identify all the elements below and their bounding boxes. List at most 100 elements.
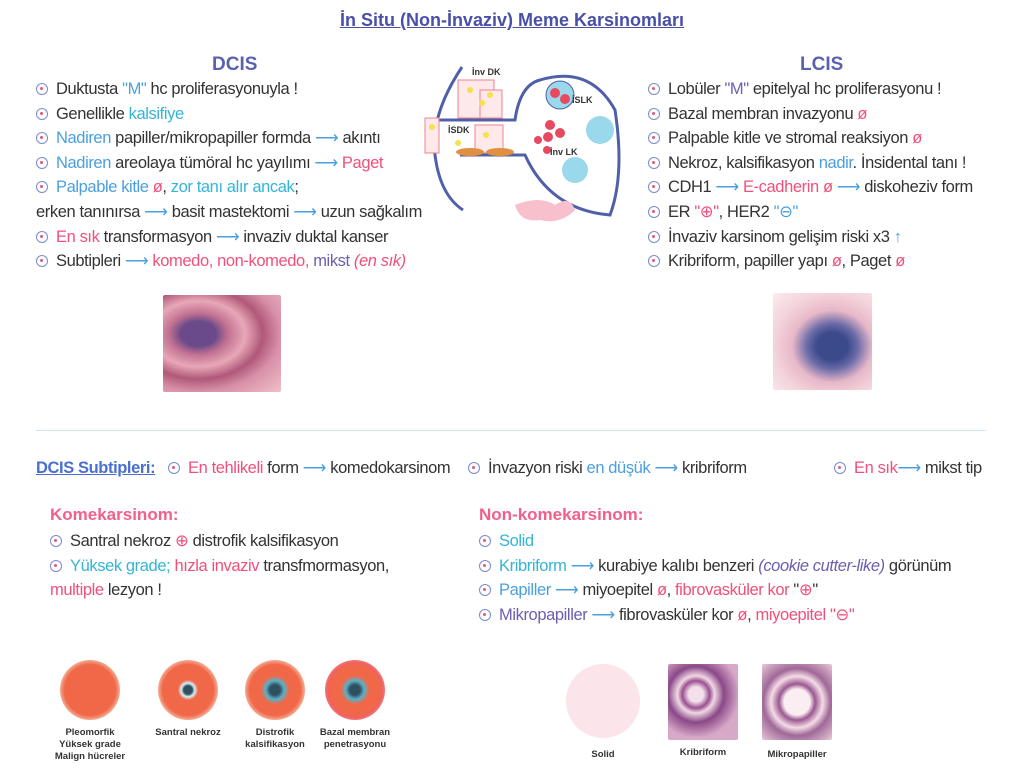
dcis-subtypes-row: DCIS Subtipleri:: [36, 456, 156, 481]
text-segment: ø: [831, 252, 842, 271]
list-item: En sık transformasyon ⟶ invaziv duktal k…: [36, 225, 422, 250]
subtypes-label: DCIS Subtipleri:: [36, 459, 156, 477]
bullet-icon: [648, 156, 660, 169]
figure-caption: Solid: [591, 749, 615, 760]
text-segment: areolaya tümöral hc yayılımı: [110, 153, 315, 172]
figure-caption: Pleomorfik Yüksek grade Malign hücreler: [54, 727, 126, 762]
text-segment: Lobüler: [668, 80, 725, 98]
text-segment: kribriform: [677, 459, 747, 477]
text-segment: Genellikle: [56, 104, 129, 123]
text-segment: uzun sağkalım: [316, 202, 423, 221]
lcis-list: Lobüler "M" epitelyal hc proliferasyonu …: [648, 77, 973, 274]
list-item: Kribriform, papiller yapı ø, Paget ø: [648, 249, 973, 274]
text-segment: lezyon !: [103, 581, 162, 600]
text-segment: ø: [822, 178, 833, 197]
text-segment: ER: [668, 202, 695, 221]
text-segment: görünüm: [884, 556, 952, 575]
text-segment: invaziv duktal kanser: [239, 227, 389, 246]
bullet-icon: [36, 255, 48, 268]
bullet-icon: [648, 107, 660, 120]
pleomorphic-cells-figure: [60, 660, 120, 720]
duct-lobule-diagram: İnv DK İSLK İSDK İnv LK: [424, 66, 621, 222]
text-segment: form: [263, 459, 303, 477]
text-segment: Subtipleri: [56, 252, 125, 271]
list-item: İnvaziv karsinom gelişim riski x3 ↑: [648, 225, 973, 250]
text-segment: ,: [747, 605, 756, 624]
text-segment: akıntı: [338, 129, 381, 148]
text-segment: distrofik kalsifikasyon: [188, 532, 339, 550]
bullet-icon: [36, 107, 48, 120]
text-segment: Santral nekroz: [70, 532, 175, 550]
list-item: Nekroz, kalsifikasyon nadir. İnsidental …: [648, 151, 973, 176]
text-segment: ⟶: [654, 459, 679, 477]
text-segment: komedokarsinom: [326, 459, 451, 477]
text-segment: komedo, non-komedo,: [148, 252, 314, 271]
text-segment: ": [812, 581, 818, 600]
text-segment: Palpable kitle ve stromal reaksiyon: [668, 129, 913, 148]
bullet-icon: [648, 230, 660, 243]
list-item: Lobüler "M" epitelyal hc proliferasyonu …: [648, 77, 973, 102]
text-segment: "M": [724, 80, 749, 98]
text-segment: fibrovasküler kor: [614, 605, 738, 624]
text-segment: ⟶: [124, 252, 149, 271]
text-segment: ⟶: [293, 202, 317, 221]
text-segment: kalsifiye: [128, 104, 184, 123]
bullet-icon: [479, 584, 491, 597]
komedo-list: Santral nekroz ⊕ distrofik kalsifikasyon…: [50, 529, 389, 603]
text-segment: Yüksek grade;: [70, 556, 175, 575]
text-segment: . İnsidental tanı !: [852, 153, 967, 172]
list-item: Papiller ⟶ miyoepitel ø, fibrovasküler k…: [479, 578, 951, 603]
text-segment: miyoepitel "⊖": [755, 605, 855, 624]
bullet-icon: [648, 255, 660, 268]
text-segment: ⟶: [836, 178, 861, 197]
text-segment: Solid: [499, 532, 534, 550]
bullet-icon: [648, 83, 660, 95]
bullet-icon: [479, 608, 491, 621]
text-segment: ø: [912, 129, 922, 148]
text-segment: hızla invaziv: [174, 556, 260, 575]
text-segment: epitelyal hc proliferasyonu !: [748, 80, 942, 98]
text-segment: Kribriform: [499, 556, 567, 575]
bullet-icon: [36, 132, 48, 145]
text-segment: transformasyon: [99, 227, 216, 246]
text-segment: fibrovasküler kor: [675, 581, 790, 600]
text-segment: "⊖": [773, 202, 799, 221]
komedo-heading: Komekarsinom:: [50, 505, 179, 524]
list-item: CDH1 ⟶ E-cadherin ø ⟶ diskoheziv form: [648, 175, 973, 200]
label-isdk: İSDK: [448, 125, 470, 135]
subtype-item-1: En tehlikeli form ⟶ komedokarsinom: [168, 456, 451, 481]
bullet-icon: [648, 205, 660, 218]
figure-caption: Kribriform: [679, 747, 727, 758]
nonkomedo-heading: Non-komekarsinom:: [479, 505, 644, 524]
text-segment: papiller/mikropapiller formda: [110, 129, 316, 148]
list-item: Nadiren papiller/mikropapiller formda ⟶ …: [36, 126, 422, 151]
text-segment: En sık: [854, 459, 898, 477]
figure-caption: Mikropapiller: [767, 749, 827, 760]
text-segment: ø: [857, 104, 868, 123]
list-item: Kribriform ⟶ kurabiye kalıbı benzeri (co…: [479, 554, 952, 579]
solid-figure: [566, 664, 640, 738]
text-segment: ⟶: [715, 178, 740, 197]
list-item: Mikropapiller ⟶ fibrovasküler kor ø, miy…: [479, 603, 951, 628]
text-segment: Nekroz, kalsifikasyon: [668, 153, 819, 172]
list-item: Santral nekroz ⊕ distrofik kalsifikasyon: [50, 529, 389, 554]
text-segment: ⟶: [144, 202, 168, 221]
label-inv-lk: İnv LK: [550, 147, 578, 157]
text-segment: ø: [656, 581, 667, 600]
text-segment: multiple: [50, 581, 104, 600]
cribriform-figure: [668, 664, 738, 740]
text-segment: Nadiren: [56, 129, 111, 148]
text-segment: kurabiye kalıbı benzeri: [593, 556, 759, 575]
bullet-icon: [50, 559, 62, 572]
list-item: multiple lezyon !: [50, 578, 389, 603]
list-item: Genellikle kalsifiye: [36, 102, 422, 127]
text-segment: "M": [122, 80, 147, 98]
text-segment: nadir: [818, 153, 853, 172]
bullet-icon: [834, 462, 846, 474]
page-title: İn Situ (Non-İnvaziv) Meme Karsinomları: [339, 10, 685, 30]
figure-caption: Distrofik kalsifikasyon: [245, 727, 305, 750]
text-segment: Duktusta: [56, 80, 123, 98]
text-segment: ,: [162, 178, 171, 197]
list-item: erken tanınırsa ⟶ basit mastektomi ⟶ uzu…: [36, 200, 422, 225]
